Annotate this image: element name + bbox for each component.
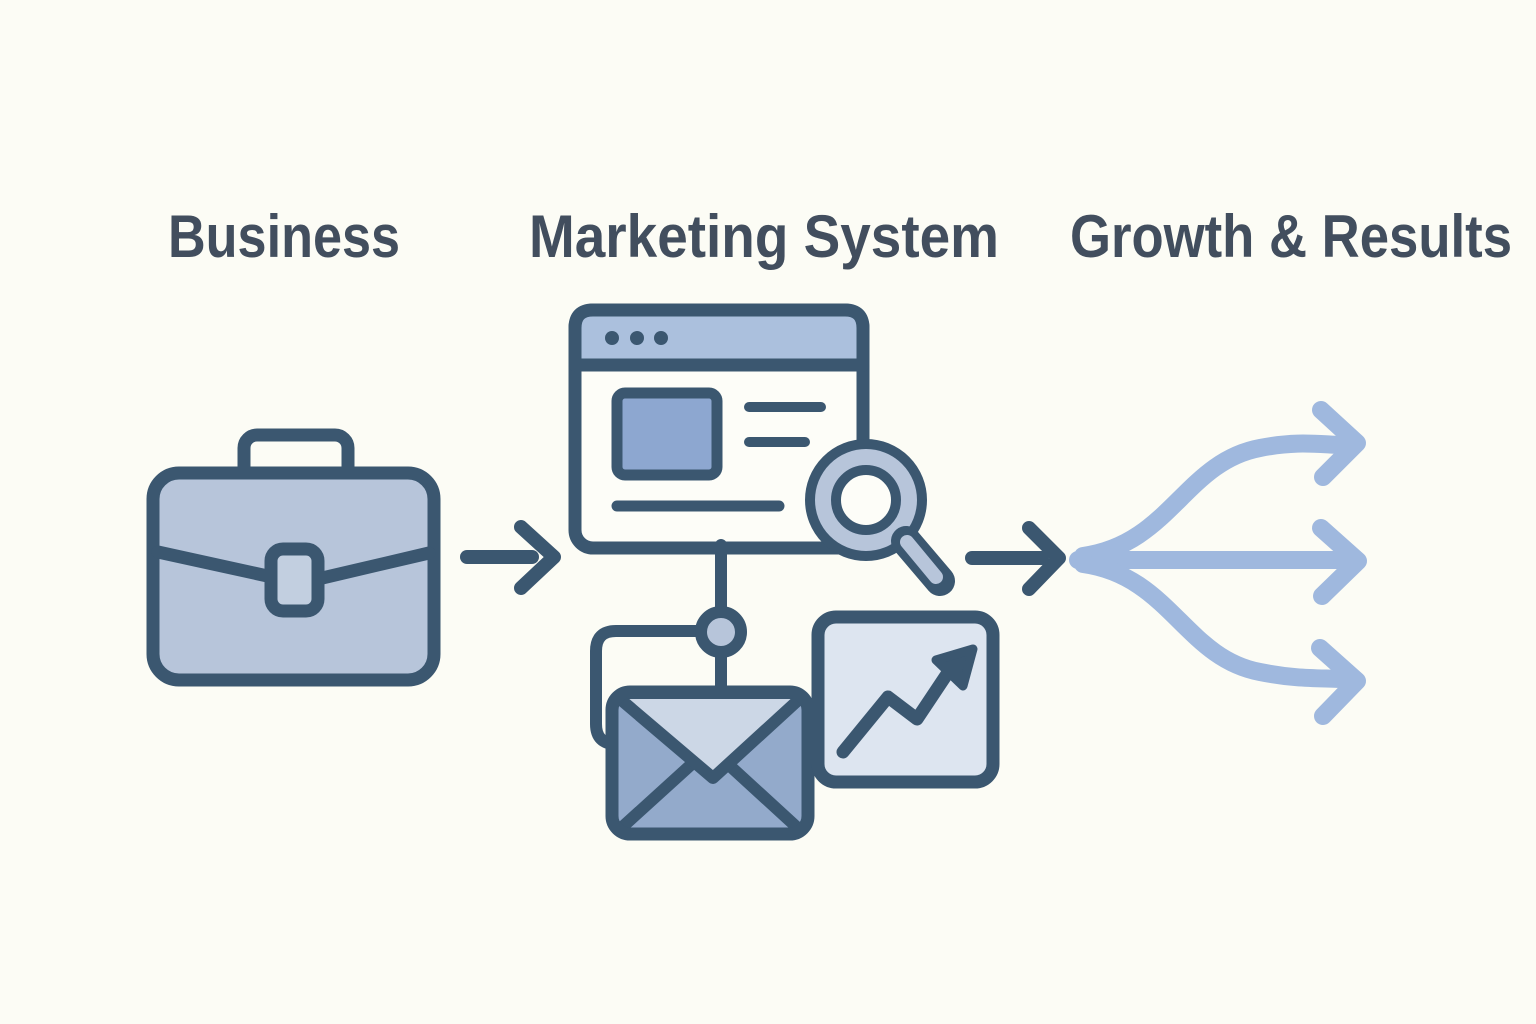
branch-arrowhead-top (1312, 401, 1366, 486)
branch-curve-top (1074, 434, 1349, 565)
branch-arrowhead-bottom (1311, 639, 1366, 725)
browser-dot-2 (630, 331, 644, 345)
briefcase-flap-line-left (151, 545, 279, 584)
briefcase-icon (146, 428, 441, 687)
stage-marketing-system: Marketing System (529, 203, 1000, 841)
magnifier-lens (831, 465, 901, 535)
chart-trend-arrowhead (931, 644, 978, 691)
flow-arrow-marketing-to-growth (965, 521, 1066, 596)
envelope-icon (605, 685, 815, 841)
arrow-head (514, 520, 561, 595)
stage-growth-results: Growth & Results (1069, 203, 1512, 725)
briefcase-clasp (264, 542, 325, 618)
branching-arrows-icon (1069, 401, 1367, 725)
stage-title-marketing-system: Marketing System (529, 203, 999, 270)
connector-circle (695, 606, 747, 658)
arrow-head (1022, 521, 1066, 596)
search-magnifier-icon (805, 439, 955, 596)
branch-curve-bottom (1074, 555, 1349, 688)
stage-title-growth-results: Growth & Results (1070, 203, 1512, 270)
magnifier-handle-core (900, 535, 943, 584)
browser-title-bar (568, 303, 870, 372)
envelope-outline (605, 685, 815, 841)
branch-arrowhead-middle (1312, 519, 1367, 605)
browser-image-placeholder (611, 387, 723, 481)
flow-arrow-business-to-marketing (460, 520, 561, 595)
stage-business: Business (146, 203, 441, 687)
briefcase-flap-line-right (311, 546, 436, 586)
growth-chart-icon (811, 610, 1000, 789)
stage-title-business: Business (168, 203, 400, 270)
chart-trend-line (836, 664, 956, 759)
browser-dot-3 (654, 331, 668, 345)
browser-dot-1 (605, 331, 619, 345)
